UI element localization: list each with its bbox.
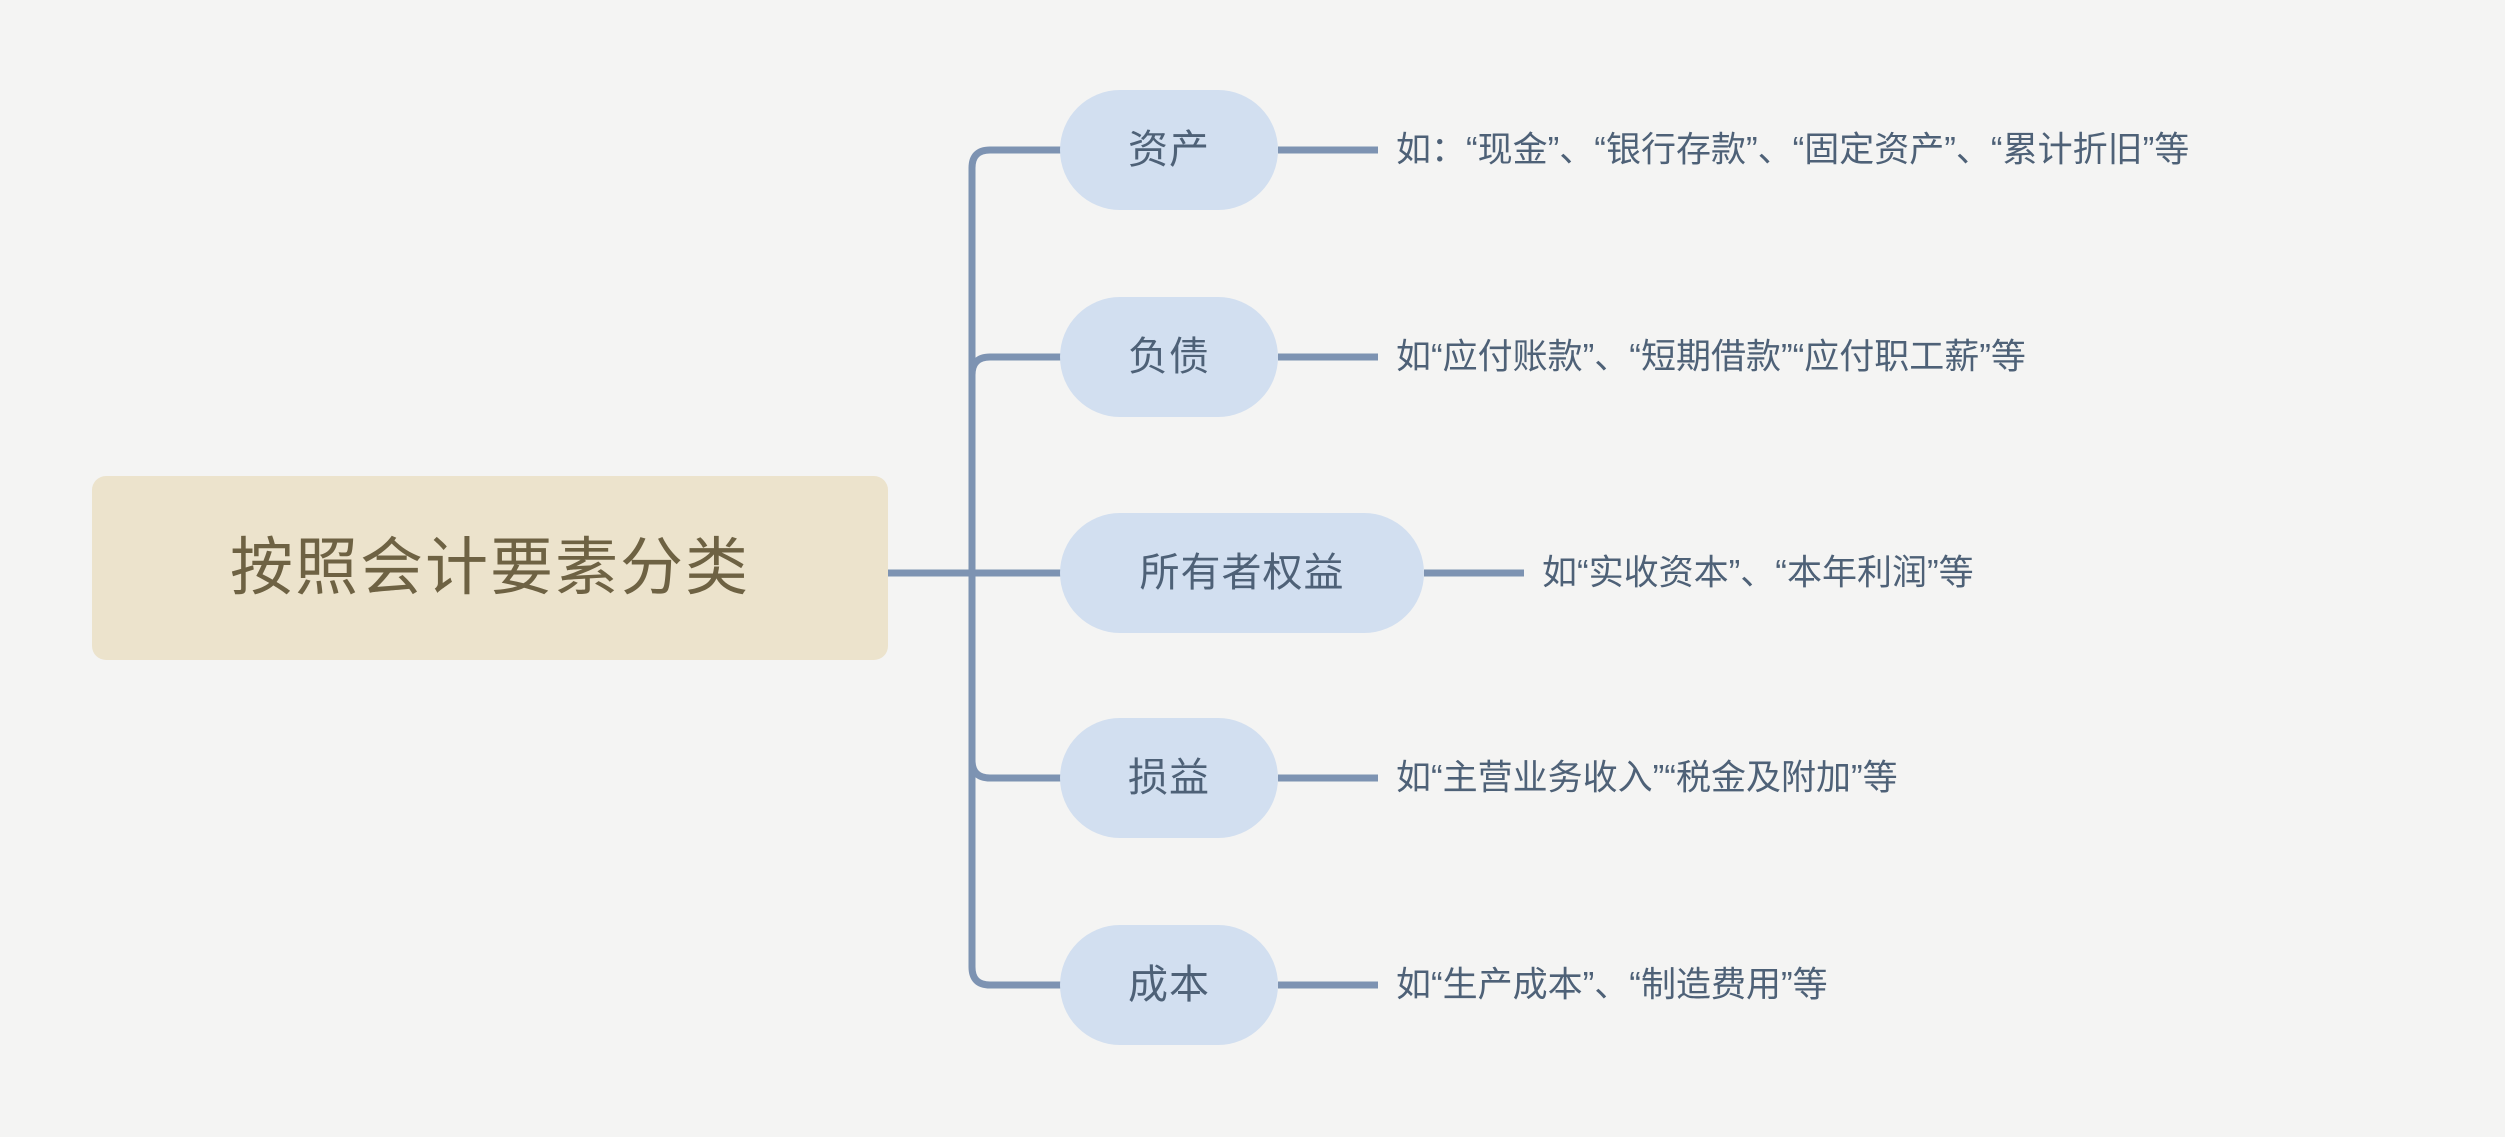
branch-description-owners-equity: 如“实收资本”、“本年利润”等 (1542, 553, 1974, 593)
branch-node-label: 损益 (1128, 756, 1210, 800)
branch-description-assets: 如：“现金”、“银行存款”、“固定资产”、“累计折旧”等 (1396, 130, 2190, 170)
branch-node-profit-and-loss[interactable]: 损益 (1060, 718, 1278, 838)
branch-node-liabilities[interactable]: 负债 (1060, 297, 1278, 417)
branch-node-owners-equity[interactable]: 所有者权益 (1060, 513, 1424, 633)
branch-node-cost[interactable]: 成本 (1060, 925, 1278, 1045)
branch-node-label: 成本 (1128, 963, 1210, 1007)
branch-node-label: 负债 (1128, 335, 1210, 379)
branch-node-label: 所有者权益 (1139, 551, 1345, 595)
branch-description-profit-and-loss: 如“主营业务收入”“税金及附加”等 (1396, 758, 1898, 798)
connector-branch-1 (968, 146, 1066, 577)
connector-branch-4 (968, 569, 1066, 782)
root-node[interactable]: 按照会计要素分类 (92, 476, 888, 660)
branch-description-cost: 如“生产成本”、“制造费用”等 (1396, 965, 1828, 1005)
branch-node-label: 资产 (1128, 128, 1210, 172)
connector-branch-5 (968, 569, 1066, 989)
root-node-label: 按照会计要素分类 (230, 532, 750, 603)
branch-description-liabilities: 如“应付账款”、“短期借款”“应付职工薪”等 (1396, 337, 2026, 377)
branch-node-assets[interactable]: 资产 (1060, 90, 1278, 210)
connector-branch-2 (968, 353, 1066, 577)
